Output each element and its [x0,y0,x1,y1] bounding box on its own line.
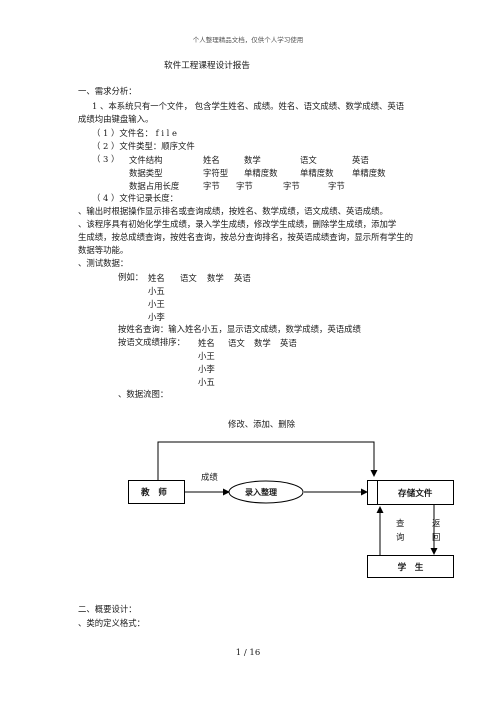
section-requirements: 一、需求分析： [78,86,137,96]
para-line: 、该程序具有初始化学生成绩，录入学生成绩，修改学生成绩，删除学生成绩，添加学 [78,219,397,229]
entry-process-label: 录入整理 [245,488,277,497]
table-cell: 字节 [283,181,300,191]
table-cell: 小李 [198,364,215,374]
table-cell: 数据类型 [129,168,163,178]
report-title: 软件工程课程设计报告 [164,61,250,71]
table-cell: 字节 [203,181,220,191]
teacher-box: 教 师 [128,480,185,504]
table-cell: 单精度数 [300,168,334,178]
para-line: 按姓名查询：输入姓名小五，显示语文成绩，数学成绩，英语成绩 [118,324,361,334]
teacher-label: 教 师 [141,488,167,498]
query-label-2: 询 [396,532,405,542]
table-cell: 语文 [180,273,197,283]
para-line: 成绩均由键盘输入。 [78,114,154,124]
item-line: （ 2 ）文件类型：顺序文件 [92,141,195,151]
table-cell: 字节 [236,181,253,191]
para-line: 按语文成绩排序： [118,337,185,347]
table-cell: 小王 [148,299,165,309]
table-cell: 小五 [198,377,215,387]
storage-file-label: 存储文件 [398,488,433,499]
query-label-1: 查 [396,518,405,528]
example-label: 例如： [118,272,144,282]
table-cell: 姓名 [198,338,215,348]
para-line: 、测试数据： [78,258,129,268]
item-line: （ 4 ）文件记录长度： [92,193,179,203]
para-line: 、输出时根据操作显示排名或查询成绩，按姓名、数学成绩，语文成绩、英语成绩。 [78,206,388,216]
table-cell: 单精度数 [244,168,278,178]
return-label-1: 返 [432,518,441,528]
table-cell: 小五 [148,286,165,296]
page-header: 个人整理精品文档，仅供个人学习使用 [192,36,304,44]
table-cell: 单精度数 [352,168,386,178]
score-label: 成绩 [201,472,218,482]
table-cell: 小李 [148,312,165,322]
student-box: 学 生 [367,555,454,578]
table-cell: 字节 [328,181,345,191]
item-line: （ 1 ）文件名： f i l e [92,128,177,138]
table-cell: 数学 [244,155,261,165]
storage-file-divider [368,481,378,504]
table-cell: 语文 [228,338,245,348]
para-line: 1 、本系统只有一个文件， 包含学生姓名、成绩。姓名、语文成绩、数学成绩、英语 [92,101,405,111]
student-label: 学 生 [397,562,424,573]
return-label-2: 回 [432,532,441,542]
section-design: 二、概要设计： [78,604,137,614]
para-line: 、类的定义格式： [78,618,145,628]
table-cell: 小王 [198,351,215,361]
table-cell: 字符型 [203,168,229,178]
table-cell: 数据占用长度 [129,181,180,191]
storage-file-box: 存储文件 [367,480,454,505]
item-line: （ 3 ） [92,154,120,164]
para-line: 数据等功能。 [78,245,129,255]
table-cell: 数学 [254,338,271,348]
table-cell: 英语 [352,155,369,165]
table-cell: 文件结构 [129,155,163,165]
page-number: 1 / 16 [235,648,261,658]
table-cell: 英语 [280,338,297,348]
para-line: 生成绩，按总成绩查询，按姓名查询，按总分查询排名，按英语成绩查询，显示所有学生的 [78,232,413,242]
table-cell: 语文 [300,155,317,165]
modify-label: 修改、添加、删除 [228,419,295,429]
table-cell: 姓名 [203,155,220,165]
table-cell: 数学 [207,273,224,283]
table-cell: 英语 [234,273,251,283]
para-line: 、数据流图： [118,389,169,399]
table-cell: 姓名 [148,273,165,283]
